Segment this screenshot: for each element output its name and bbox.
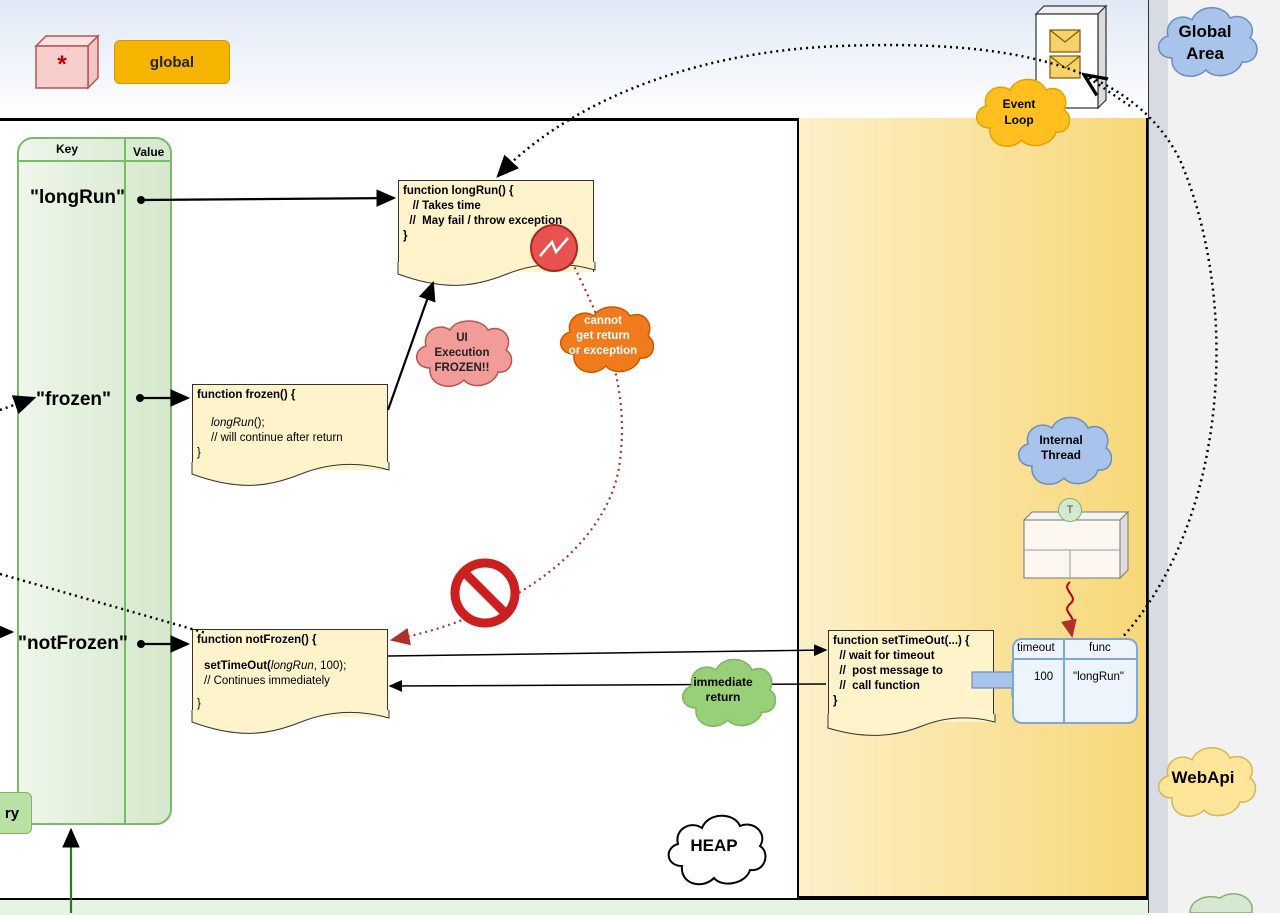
settimeout-line5: }: [833, 695, 838, 707]
error-icon: [530, 224, 578, 272]
frozen-wave: [191, 462, 390, 486]
immediate-return-label: immediate return: [693, 675, 753, 704]
longrun-line4: }: [403, 230, 408, 242]
ui-frozen-label: UI Execution FROZEN!!: [434, 331, 490, 374]
asterisk-label: *: [57, 51, 67, 78]
event-loop-cloud: [976, 78, 1070, 147]
settimeout-line3: // post message to: [833, 665, 943, 677]
envelope-icon: [1049, 55, 1081, 79]
internal-thread-cloud: [1018, 416, 1112, 485]
notfrozen-line3: // Continues immediately: [204, 675, 330, 687]
bottom-band: [0, 898, 1148, 915]
thread-signal-squiggle: [1061, 581, 1077, 638]
settimeout-wave: [827, 714, 996, 736]
internal-thread-label: Internal Thread: [1039, 433, 1083, 462]
registry-key-frozen: "frozen": [36, 389, 112, 410]
function-frozen-box: function frozen() { longRun(); // will c…: [192, 384, 388, 470]
frozen-line3: // will continue after return: [211, 432, 343, 444]
pointer-longrun: [140, 189, 397, 207]
envelope-icon: [1049, 29, 1081, 53]
timer-table-header-divider: [1012, 658, 1138, 660]
thread-badge: T: [1058, 498, 1082, 522]
registry-key-longrun: "longRun": [30, 187, 126, 208]
call-arrow-frozen-to-longrun: [386, 280, 436, 411]
timer-table: [1012, 638, 1138, 724]
cannot-get-label: cannot get return or exception: [568, 314, 638, 357]
immediate-return-cloud: [682, 658, 776, 727]
timer-col-timeout: timeout: [1017, 642, 1055, 654]
registry-column-divider: [124, 137, 126, 825]
registry-value-header: Value: [133, 145, 165, 159]
ui-frozen-cloud: [416, 320, 513, 387]
timer-value-timeout: 100: [1034, 671, 1054, 683]
notfrozen-call-a: setTimeOut(: [204, 660, 271, 672]
thread-block: [1022, 510, 1130, 580]
notfrozen-line4: }: [197, 698, 201, 710]
global-badge[interactable]: global: [114, 40, 230, 84]
event-loop-dotted-path: [496, 43, 1218, 641]
registry-table: [17, 137, 172, 825]
webapi-area: [797, 118, 1148, 898]
frozen-call-rest: ();: [253, 417, 265, 429]
longrun-line1: function longRun() {: [403, 185, 514, 197]
function-settimeout-box: function setTimeOut(...) { // wait for t…: [828, 630, 994, 722]
frozen-call-name: longRun: [211, 417, 254, 429]
settimeout-line1: function setTimeOut(...) {: [833, 635, 970, 647]
registry-key-notfrozen: "notFrozen": [18, 633, 128, 654]
longrun-line2: // Takes time: [403, 200, 481, 212]
dotted-arrow-to-frozen: [0, 395, 37, 415]
settimeout-line4: // call function: [833, 680, 920, 692]
notfrozen-call-c: , 100);: [313, 660, 347, 672]
dotted-arrow-to-queue: [1086, 76, 1131, 108]
webapi-label: WebApi: [1171, 768, 1235, 787]
webapi-side-strip: [1148, 0, 1169, 913]
notfrozen-wave: [191, 710, 390, 734]
cannot-get-cloud: [560, 306, 654, 373]
function-notfrozen-box: function notFrozen() { setTimeOut(longRu…: [192, 629, 388, 717]
timer-value-func: "longRun": [1073, 671, 1125, 683]
registry-key-header: Key: [56, 142, 79, 156]
notfrozen-line1: function notFrozen() {: [197, 634, 317, 646]
cube-icon: *: [34, 34, 100, 90]
global-area-cloud: [1158, 7, 1258, 77]
webapi-cloud: [1158, 747, 1257, 817]
frozen-line4: }: [197, 447, 201, 459]
event-loop-label: Event Loop: [1002, 97, 1036, 127]
dotted-line-to-notfrozen: [0, 572, 207, 635]
heap-cloud: [667, 814, 767, 886]
partial-green-cloud: [1189, 893, 1253, 913]
call-arrow-notfrozen-to-settimeout: [387, 644, 828, 657]
notfrozen-call-b: longRun: [270, 660, 314, 672]
prohibited-icon: [450, 558, 520, 628]
longrun-line3: // May fail / throw exception: [403, 215, 563, 227]
timer-table-column-divider: [1063, 638, 1065, 724]
settimeout-line2: // wait for timeout: [833, 650, 935, 662]
timer-col-func: func: [1089, 642, 1111, 654]
heap-label: HEAP: [690, 836, 738, 855]
registry-label-badge: ry: [0, 792, 32, 834]
registry-header-divider: [17, 160, 172, 162]
frozen-line1: function frozen() {: [197, 389, 296, 401]
global-area-label: Global Area: [1178, 22, 1232, 63]
